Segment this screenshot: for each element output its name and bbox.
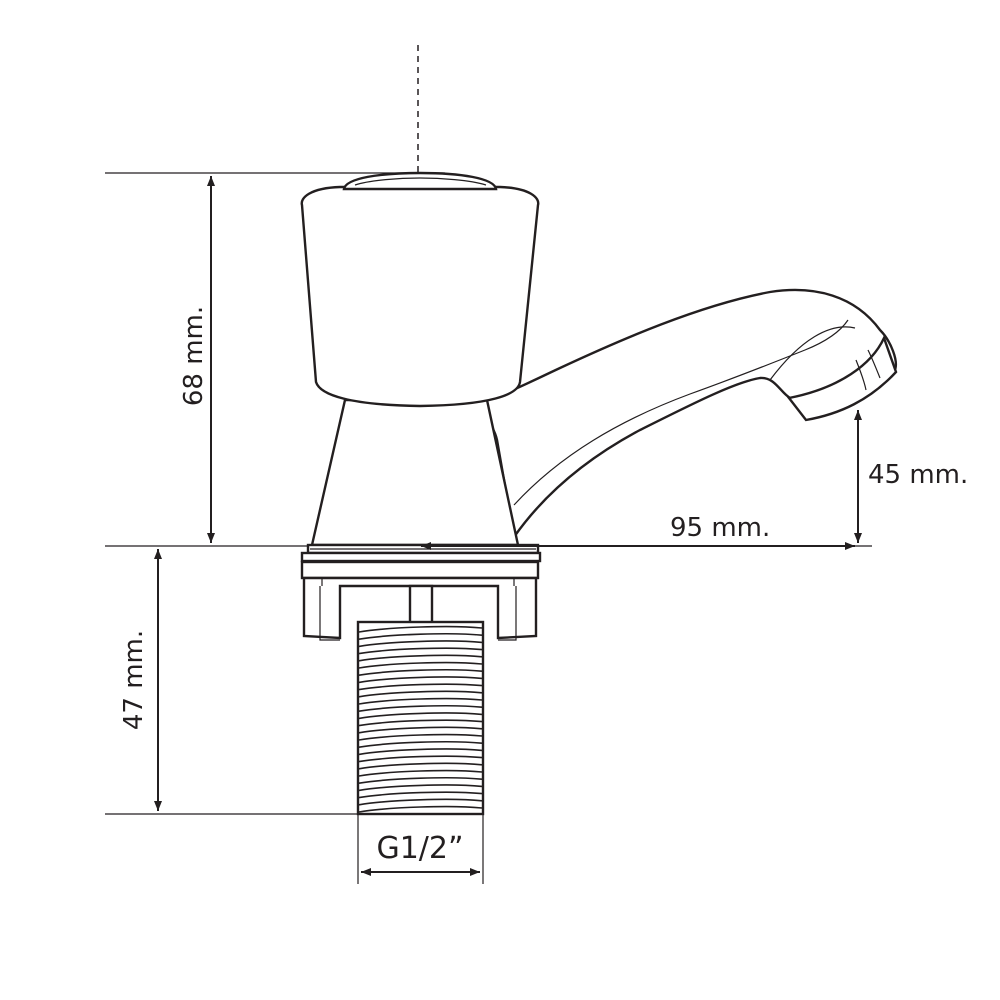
- thread-line: [358, 661, 483, 669]
- shank-threads: [358, 625, 483, 813]
- handle-height-label: 68 mm.: [179, 306, 209, 406]
- thread-line: [358, 676, 483, 684]
- thread-line: [358, 776, 483, 784]
- thread-line: [358, 740, 483, 748]
- thread-line: [358, 704, 483, 712]
- thread-line: [358, 726, 483, 734]
- base-thread-ring-2: [300, 551, 542, 563]
- cone-base: [310, 398, 520, 547]
- thread-line: [358, 762, 483, 770]
- handle-cap: [342, 171, 498, 191]
- thread-line: [358, 791, 483, 799]
- spout-inner-line-2: [769, 326, 856, 381]
- aerator-ring-2: [855, 359, 867, 391]
- nut-body: [302, 576, 538, 640]
- thread-line: [358, 632, 483, 640]
- thread-line: [358, 683, 483, 691]
- thread-line: [358, 712, 483, 720]
- thread-line: [358, 625, 483, 633]
- thread-line: [358, 690, 483, 698]
- threaded-shank: [356, 620, 485, 816]
- thread-line: [358, 798, 483, 806]
- thread-line: [358, 784, 483, 792]
- thread-line: [358, 755, 483, 763]
- aerator-ring: [867, 349, 881, 379]
- thread-size-label: G1/2”: [376, 831, 463, 866]
- handle: [300, 185, 540, 408]
- shank-length-label: 47 mm.: [119, 630, 149, 730]
- mounting-nut: [300, 560, 540, 580]
- thread-line: [358, 697, 483, 705]
- thread-line: [358, 640, 483, 648]
- handle-cap-line: [354, 177, 487, 186]
- thread-line: [358, 654, 483, 662]
- thread-line: [358, 719, 483, 727]
- faucet-body: [300, 171, 898, 816]
- thread-line: [358, 769, 483, 777]
- aerator: [786, 334, 898, 422]
- spout-inner-line: [513, 319, 849, 506]
- thread-line: [358, 647, 483, 655]
- spout-height-label: 45 mm.: [868, 460, 968, 490]
- thread-line: [358, 748, 483, 756]
- thread-line: [358, 805, 483, 813]
- thread-line: [358, 668, 483, 676]
- thread-line: [358, 733, 483, 741]
- spout-reach-label: 95 mm.: [670, 513, 770, 543]
